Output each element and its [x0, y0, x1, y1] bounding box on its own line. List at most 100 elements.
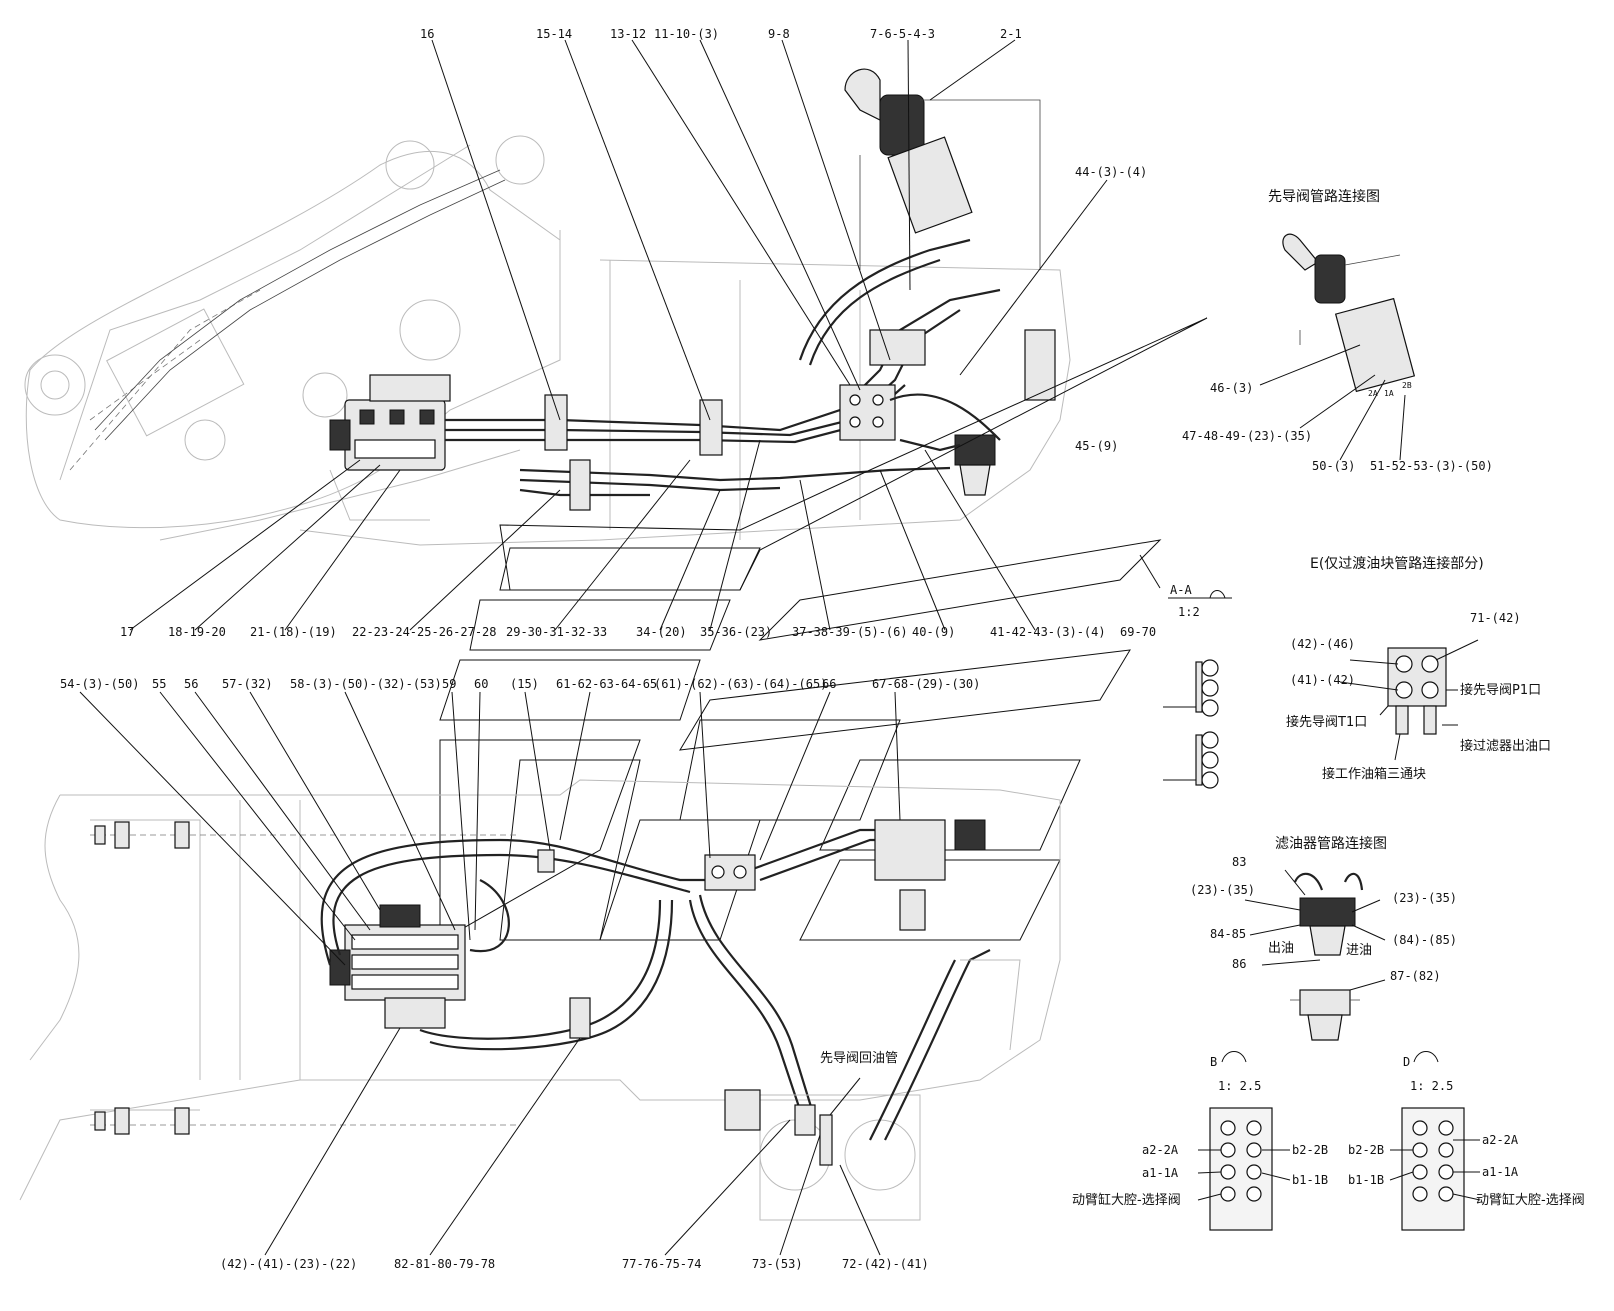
filter-detail-figure — [1244, 869, 1386, 1041]
callout-15-14: 15-14 — [536, 27, 572, 41]
callout-57-32: 57-(32) — [222, 677, 273, 691]
callout-58-53: 58-(3)-(50)-(32)-(53) — [290, 677, 442, 691]
view-b-figure — [1197, 1051, 1291, 1231]
callout-50-3: 50-(3) — [1312, 459, 1355, 473]
callout-11-10-3: 11-10-(3) — [654, 27, 719, 41]
section-aa — [1163, 590, 1232, 789]
callout-71-42: 71-(42) — [1470, 611, 1521, 625]
pilot-valve-detail-figure — [1259, 233, 1416, 461]
callout-86: 86 — [1232, 957, 1246, 971]
callout-59: 59 — [442, 677, 456, 691]
hydraulic-tank-bottom — [759, 949, 991, 1221]
main-control-valve — [329, 904, 466, 1029]
callout-35-36-23: 35-36-(23) — [700, 625, 772, 639]
callout-54-3-50: 54-(3)-(50) — [60, 677, 139, 691]
callout-37-39: 37-38-39-(5)-(6) — [792, 625, 908, 639]
callout-42-41-23-22: (42)-(41)-(23)-(22) — [220, 1257, 357, 1271]
callout-23-35-left: (23)-(35) — [1190, 883, 1255, 897]
callout-21-18-19: 21-(18)-(19) — [250, 625, 337, 639]
callout-17: 17 — [120, 625, 134, 639]
view-b-bottom-label: 动臂缸大腔-选择阀 — [1072, 1192, 1181, 1208]
callout-66: 66 — [822, 677, 836, 691]
section-aa-scale: 1:2 — [1178, 605, 1200, 619]
view-b-label-b2-2b: b2-2B — [1292, 1143, 1328, 1157]
upper-assembly-view — [24, 68, 1071, 546]
pilot-valve-detail-title: 先导阀管路连接图 — [1268, 188, 1380, 205]
callout-72-42-41: 72-(42)-(41) — [842, 1257, 929, 1271]
callout-15: (15) — [510, 677, 539, 691]
callout-56: 56 — [184, 677, 198, 691]
view-d-figure — [1389, 1051, 1481, 1231]
callout-67-68-29-30: 67-68-(29)-(30) — [872, 677, 980, 691]
note-filter-outlet: 接过滤器出油口 — [1460, 738, 1551, 754]
callout-83: 83 — [1232, 855, 1246, 869]
transition-block — [839, 329, 926, 441]
callout-18-19-20: 18-19-20 — [168, 625, 226, 639]
callout-61-65: 61-62-63-64-65 — [556, 677, 657, 691]
callout-7-6-5-4-3: 7-6-5-4-3 — [870, 27, 935, 41]
pilot-valve-assembly — [844, 68, 1041, 270]
callout-29-33: 29-30-31-32-33 — [506, 625, 607, 639]
view-b-label-a1-1a: a1-1A — [1142, 1166, 1179, 1180]
view-d-scale: 1: 2.5 — [1410, 1079, 1453, 1093]
filter-detail-title: 滤油器管路连接图 — [1275, 835, 1387, 852]
view-d-bottom-label: 动臂缸大腔-选择阀 — [1476, 1192, 1585, 1208]
view-b-mark: B — [1210, 1055, 1217, 1069]
pilot-port-1A: 1A — [1384, 389, 1394, 398]
callout-84-85: 84-85 — [1210, 927, 1246, 941]
view-d-label-b1-1b: b1-1B — [1348, 1173, 1384, 1187]
note-pilot-t1: 接先导阀T1口 — [1286, 714, 1367, 730]
callout-9-8: 9-8 — [768, 27, 790, 41]
callout-44-3-4: 44-(3)-(4) — [1075, 165, 1147, 179]
callout-47-49-23-35: 47-48-49-(23)-(35) — [1182, 429, 1312, 443]
callout-23-35-right: (23)-(35) — [1392, 891, 1457, 905]
detail-e-title: E(仅过渡油块管路连接部分) — [1310, 555, 1484, 572]
pilot-return-hose-label: 先导阀回油管 — [820, 1051, 898, 1066]
return-filter — [954, 434, 996, 496]
view-d-label-a1-1a: a1-1A — [1482, 1165, 1519, 1179]
lower-assembly-view — [19, 779, 1061, 1221]
callout-69-70: 69-70 — [1120, 625, 1156, 639]
callout-77-74: 77-76-75-74 — [622, 1257, 701, 1271]
transition-valve-block — [704, 854, 756, 891]
callout-45-9: 45-(9) — [1075, 439, 1118, 453]
callout-84-85-bracket: (84)-(85) — [1392, 933, 1457, 947]
section-aa-mark: A-A — [1170, 583, 1192, 597]
boom-main-valve — [329, 374, 451, 471]
callout-40-9: 40-(9) — [912, 625, 955, 639]
lower-leader-lines — [79, 691, 901, 1256]
pilot-port-2A: 2A — [1368, 389, 1378, 398]
callout-22-28: 22-23-24-25-26-27-28 — [352, 625, 497, 639]
view-d-mark: D — [1403, 1055, 1410, 1069]
filter-inlet-label: 进油 — [1346, 943, 1372, 958]
selector-valve — [874, 819, 986, 931]
callout-46-3: 46-(3) — [1210, 381, 1253, 395]
callout-73-53: 73-(53) — [752, 1257, 803, 1271]
callout-41-42: (41)-(42) — [1290, 673, 1355, 687]
note-pilot-p1: 接先导阀P1口 — [1460, 682, 1541, 698]
filter-outlet-label: 出油 — [1268, 941, 1294, 956]
callout-61-65-bracket: (61)-(62)-(63)-(64)-(65) — [654, 677, 827, 691]
callout-42-46: (42)-(46) — [1290, 637, 1355, 651]
callout-2-1: 2-1 — [1000, 27, 1022, 41]
upper-leader-lines — [129, 39, 1208, 631]
view-b-label-b1-1b: b1-1B — [1292, 1173, 1328, 1187]
watermark-shapes — [439, 539, 1162, 941]
callout-13-12: 13-12 — [610, 27, 646, 41]
pilot-port-2B: 2B — [1402, 381, 1412, 390]
callout-82-78: 82-81-80-79-78 — [394, 1257, 495, 1271]
view-d-label-a2-2a: a2-2A — [1482, 1133, 1519, 1147]
view-d-label-b2-2b: b2-2B — [1348, 1143, 1384, 1157]
detail-e-figure — [1339, 639, 1479, 761]
callout-55: 55 — [152, 677, 166, 691]
callout-60: 60 — [474, 677, 488, 691]
callout-34-20: 34-(20) — [636, 625, 687, 639]
callout-16: 16 — [420, 27, 434, 41]
callout-51-53-3-50: 51-52-53-(3)-(50) — [1370, 459, 1493, 473]
callout-41-43: 41-42-43-(3)-(4) — [990, 625, 1106, 639]
view-b-scale: 1: 2.5 — [1218, 1079, 1261, 1093]
callout-87-82: 87-(82) — [1390, 969, 1441, 983]
view-b-label-a2-2a: a2-2A — [1142, 1143, 1179, 1157]
note-tank-tee: 接工作油箱三通块 — [1322, 766, 1426, 782]
